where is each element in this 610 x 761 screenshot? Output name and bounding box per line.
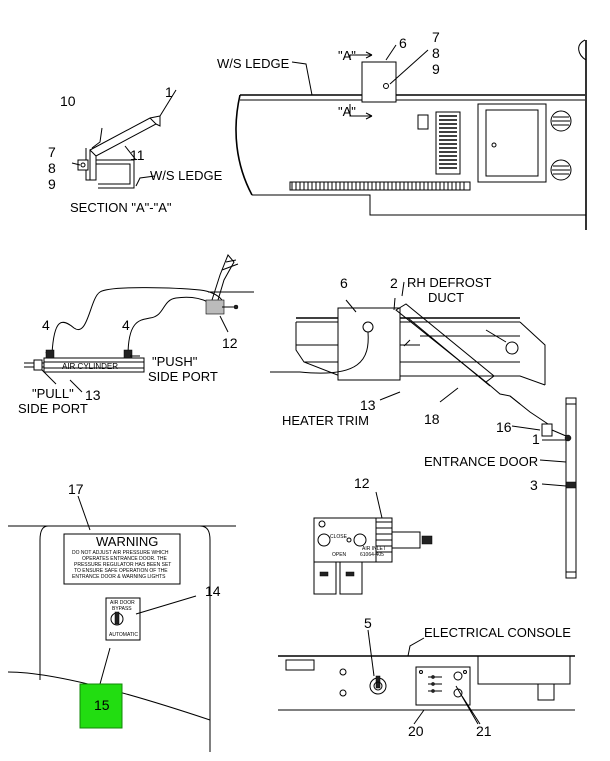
pull-side-port-label: SIDE PORT	[18, 401, 88, 416]
callout-13: 13	[85, 387, 101, 403]
valve-part-number: 61064-405	[360, 552, 384, 558]
warning-text: OPERATES ENTRANCE DOOR. THE	[82, 556, 167, 562]
callout-20: 20	[408, 723, 424, 739]
section-title: SECTION "A"-"A"	[70, 200, 172, 215]
section-a-marker: "A"	[338, 104, 356, 119]
callout-5: 5	[364, 615, 372, 631]
warning-label-plate	[63, 533, 181, 585]
callout-18: 18	[424, 411, 440, 427]
callout-6: 6	[340, 275, 348, 291]
callout-4: 4	[42, 317, 50, 333]
push-side-port-label: SIDE PORT	[148, 369, 218, 384]
callout-14: 14	[205, 583, 221, 599]
callout-3: 3	[530, 477, 538, 493]
callout-15-highlight	[79, 683, 123, 729]
air-cylinder-diagram	[24, 254, 254, 393]
warning-panel-diagram	[7, 495, 236, 752]
access-panel	[477, 103, 547, 183]
callout-6: 6	[399, 35, 407, 51]
warning-text: PRESSURE REGULATOR HAS BEEN SET	[74, 562, 171, 568]
callout-7: 7	[48, 144, 56, 160]
callout-9: 9	[432, 61, 440, 77]
valve-air-inlet-label: AIR INLET	[362, 546, 386, 552]
switch-label: BYPASS	[112, 606, 132, 612]
vent-slats	[417, 111, 461, 175]
valve-close-label: CLOSE	[330, 534, 348, 540]
callout-11: 11	[130, 147, 145, 163]
ws-ledge-section-label: W/S LEDGE	[150, 168, 223, 183]
electrical-console-diagram	[278, 629, 575, 725]
warning-text: ENTRANCE DOOR & WARNING LIGHTS	[72, 574, 166, 580]
air-cylinder-label: AIR CYLINDER	[62, 362, 118, 371]
valve-open-label: OPEN	[332, 552, 347, 558]
callout-8: 8	[432, 45, 440, 61]
heater-trim-label: HEATER TRIM	[282, 413, 369, 428]
callout-7: 7	[432, 29, 440, 45]
switch-label: AUTOMATIC	[109, 632, 138, 638]
entrance-door-label: ENTRANCE DOOR	[424, 454, 538, 469]
callout-8: 8	[48, 160, 56, 176]
callout-17: 17	[68, 481, 84, 497]
callout-12: 12	[354, 475, 370, 491]
callout-16: 16	[496, 419, 512, 435]
electrical-console-label: ELECTRICAL CONSOLE	[424, 625, 571, 640]
callout-2: 2	[390, 275, 398, 291]
warning-title: WARNING	[96, 534, 158, 549]
callout-1: 1	[165, 84, 173, 100]
switch-panel-20	[415, 666, 471, 706]
callout-1: 1	[532, 431, 540, 447]
defrost-duct-diagram	[270, 281, 577, 579]
warning-text: TO ENSURE SAFE OPERATION OF THE	[74, 568, 168, 574]
round-vents	[550, 110, 572, 181]
rh-defrost-duct-label: RH DEFROST	[407, 275, 492, 290]
callout-21: 21	[476, 723, 492, 739]
ledge-grille-strip	[289, 181, 471, 191]
callout-12: 12	[222, 335, 238, 351]
ws-ledge-label: W/S LEDGE	[217, 56, 290, 71]
bracket-6	[361, 61, 397, 103]
callout-15: 15	[94, 697, 110, 713]
rh-defrost-duct-label: DUCT	[428, 290, 464, 305]
callout-9: 9	[48, 176, 56, 192]
switch-label: AIR DOOR	[110, 600, 135, 606]
defrost-bracket-6	[337, 307, 401, 381]
valve-assembly	[313, 491, 433, 595]
callout-10: 10	[60, 93, 76, 109]
callout-4: 4	[122, 317, 130, 333]
callout-13: 13	[360, 397, 376, 413]
push-side-port-label: "PUSH"	[152, 354, 198, 369]
section-a-marker: "A"	[338, 48, 356, 63]
warning-text: DO NOT ADJUST AIR PRESSURE WHICH	[72, 550, 169, 556]
pull-side-port-label: "PULL"	[32, 386, 74, 401]
ws-ledge-view	[235, 39, 587, 230]
section-a-a-view	[71, 89, 177, 189]
